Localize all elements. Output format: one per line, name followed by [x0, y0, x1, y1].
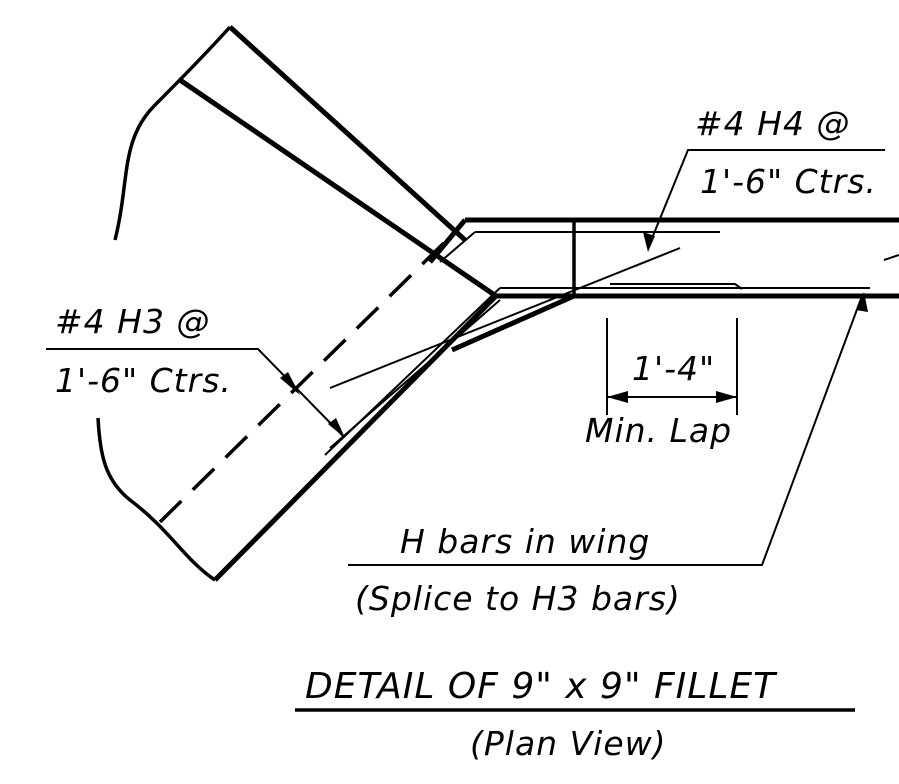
- break-line-bottom: [96, 417, 216, 582]
- fillet-face: [450, 293, 576, 353]
- break-line-left: [113, 25, 232, 241]
- h3-bar-in-fillet: [329, 247, 681, 389]
- wing-note-line1: H bars in wing: [400, 522, 650, 561]
- wing-wall-inner-edge: [178, 77, 498, 299]
- lap-dimension-label: 1'-4": [632, 349, 715, 388]
- fillet-bar-diagonal: [439, 231, 476, 263]
- h4-bar-fillet: [329, 299, 501, 449]
- h3-leader: [46, 348, 345, 438]
- right-edge-tick: [883, 254, 899, 261]
- wing-note-leader: [348, 295, 863, 566]
- h4-leader-arrowhead: [643, 232, 655, 252]
- h3-callout-line1: #4 H3 @: [55, 302, 210, 341]
- lap-caption: Min. Lap: [585, 411, 732, 450]
- h3-leader-arrowhead-top: [280, 372, 300, 395]
- lap-bar-segment: [610, 283, 743, 290]
- h3-callout-line2: 1'-6" Ctrs.: [55, 361, 232, 400]
- lap-arrowhead-left: [607, 391, 628, 403]
- wing-note-line2: (Splice to H3 bars): [355, 579, 681, 618]
- h4-leader: [647, 149, 885, 249]
- dashed-bar-wing: [158, 230, 457, 524]
- wall-corner-top: [428, 218, 467, 264]
- h3-leader-arrowhead-bottom: [328, 418, 345, 438]
- wing-wall-outer-edge: [228, 25, 467, 242]
- detail-title: DETAIL OF 9" x 9" FILLET: [305, 666, 778, 707]
- wing-note-arrowhead: [856, 292, 868, 312]
- h4-callout-line2: 1'-6" Ctrs.: [700, 162, 877, 201]
- lap-arrowhead-right: [716, 391, 737, 403]
- detail-subtitle: (Plan View): [470, 724, 666, 763]
- h4-callout-line1: #4 H4 @: [695, 104, 850, 143]
